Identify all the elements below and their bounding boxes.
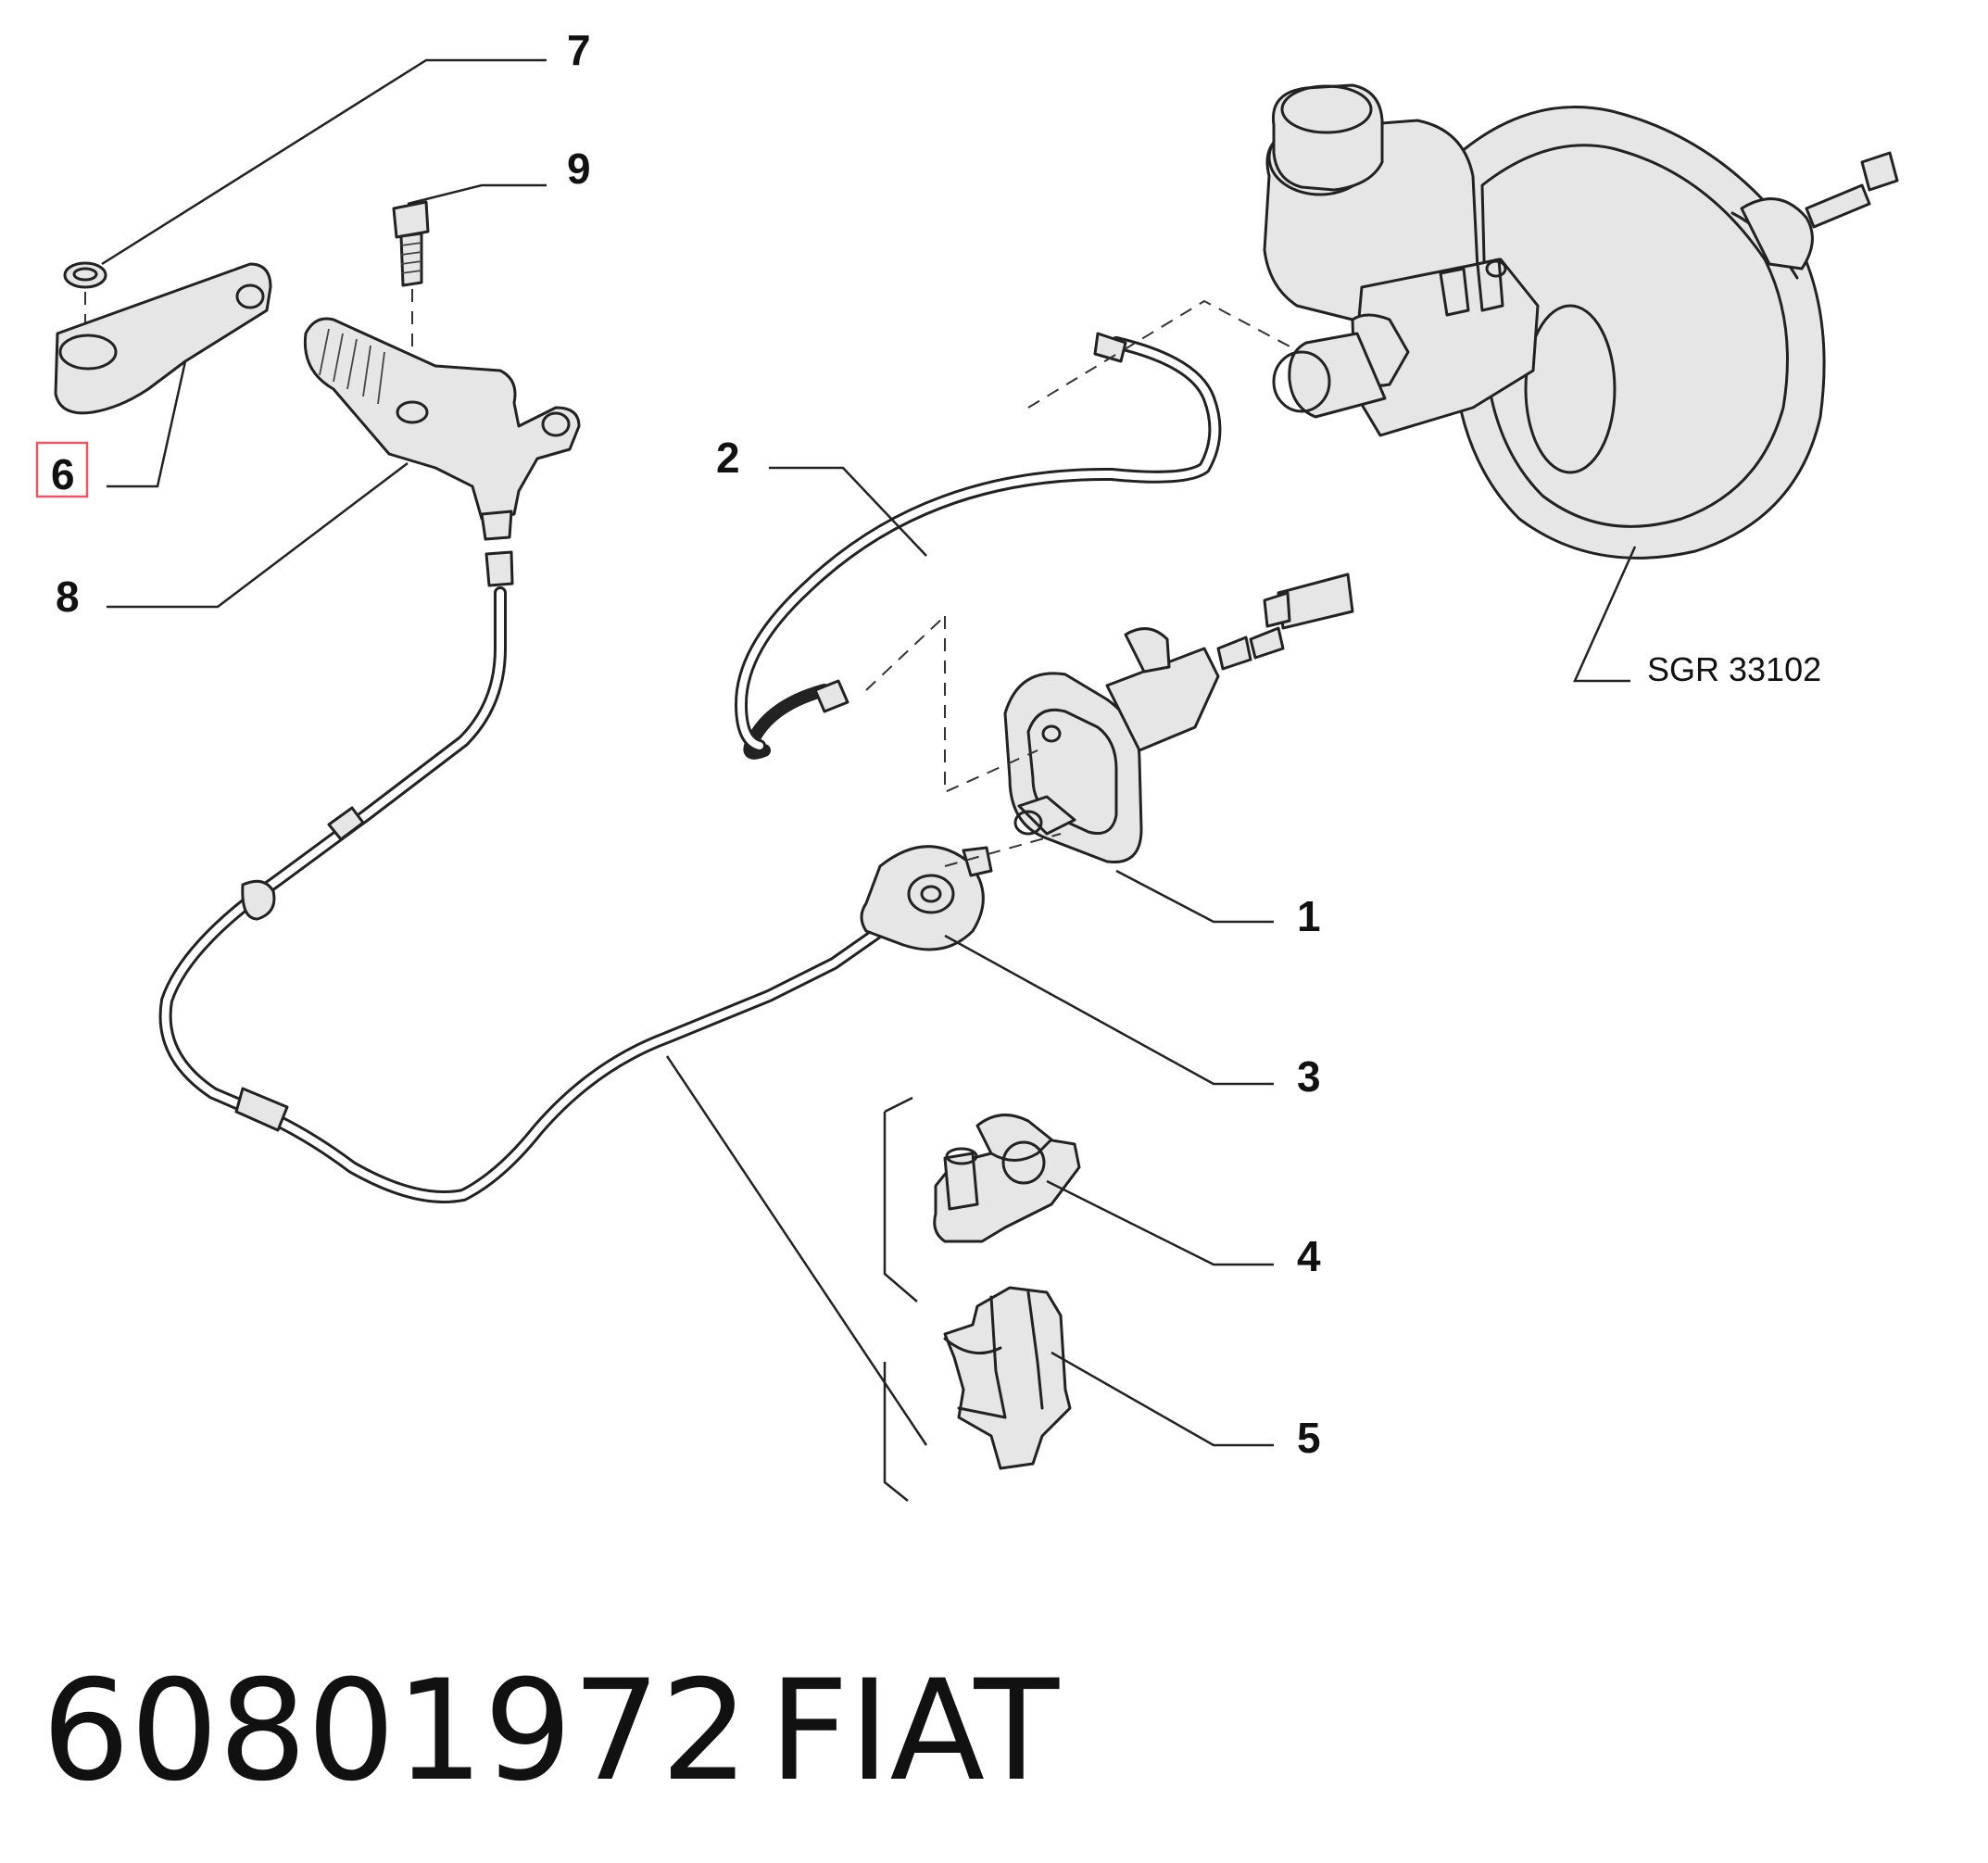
leader-9 [407,183,547,206]
part-5-bracket-clip [943,1286,1072,1470]
dash-2-fitting [865,615,946,691]
part-6-lever-arm [54,262,272,415]
leader-8 [107,462,409,609]
reference-code: SGR 33102 [1647,650,1821,688]
dash-2-to-reservoir [1027,272,1502,409]
group-bracket-top [884,1096,913,1114]
group-leader-diag [665,1055,928,1446]
callout-3: 3 [1297,1052,1321,1101]
part-7-ring [63,261,107,289]
hydraulic-hose [158,586,887,1203]
leader-6 [107,360,187,488]
callout-7: 7 [567,26,591,74]
leader-5 [1051,1351,1274,1447]
part-1-master-cylinder [1003,573,1354,864]
leader-4 [1046,1179,1274,1266]
leader-2 [769,466,927,557]
group-bracket [883,1112,918,1502]
leader-7 [101,58,547,266]
part-number: 60801972 [42,1651,749,1812]
callout-9: 9 [567,145,591,193]
callout-1: 1 [1297,892,1321,940]
callout-6-highlight [35,441,89,498]
callout-8: 8 [56,573,80,621]
hose-fitting-top [484,550,514,587]
callout-4: 4 [1297,1232,1321,1280]
brake-booster-assembly [1263,83,1899,560]
callout-5: 5 [1297,1414,1321,1462]
leader-1 [1115,869,1274,924]
part-4-clip [933,1114,1081,1243]
part-9-bolt [392,200,430,287]
callout-6: 6 [51,450,75,498]
brand-name: FIAT [769,1651,1060,1812]
dash-3-to-1 [944,833,1062,867]
part-2-supply-hose [735,332,1222,760]
leader-3 [944,934,1274,1086]
part-8-slave-cylinder [303,317,581,541]
callout-2: 2 [716,434,740,482]
part-3-damper [860,845,993,951]
leader-ref [1573,546,1637,683]
